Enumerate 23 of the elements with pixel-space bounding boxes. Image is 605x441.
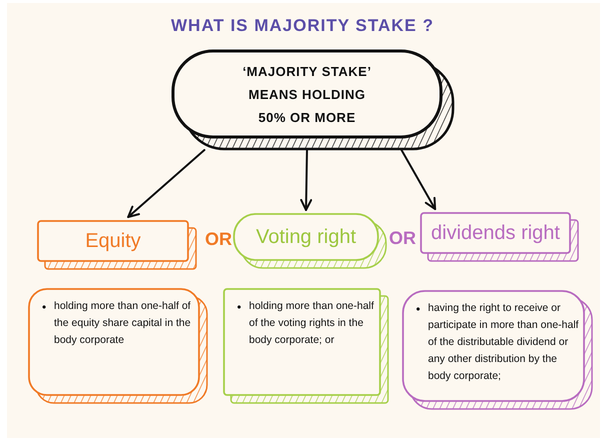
definition-text: ‘MAJORITY STAKE’ MEANS HOLDING 50% OR MORE xyxy=(242,62,372,126)
bullet: • xyxy=(416,301,420,318)
description-box xyxy=(223,288,389,404)
category-label: dividends right xyxy=(430,220,561,246)
arrow xyxy=(300,149,312,211)
description-box xyxy=(402,290,593,410)
bullet: • xyxy=(237,299,242,316)
bullet: • xyxy=(42,299,46,316)
arrow xyxy=(127,149,206,218)
bullet-text: holding more than one-half of the equity share capital in the body corporate xyxy=(54,299,192,348)
category-label: Voting right xyxy=(254,224,358,250)
bullet-text: having the right to receive or participate in more than one-half of the distributable dividend or any other distribution by the body corporate; xyxy=(428,301,579,384)
definition-box xyxy=(172,50,454,150)
title: WHAT IS MAJORITY STAKE ? xyxy=(170,16,435,36)
description-box xyxy=(28,288,208,404)
category-box xyxy=(233,213,387,269)
category-box xyxy=(420,212,579,262)
connector-word: OR xyxy=(205,229,232,250)
category-label: Equity xyxy=(84,228,142,254)
connector-word: OR xyxy=(389,228,416,249)
arrow xyxy=(400,149,436,210)
bullet-text: holding more than one-half of the voting rights in the body corporate; or xyxy=(249,299,375,348)
category-box xyxy=(37,220,197,270)
